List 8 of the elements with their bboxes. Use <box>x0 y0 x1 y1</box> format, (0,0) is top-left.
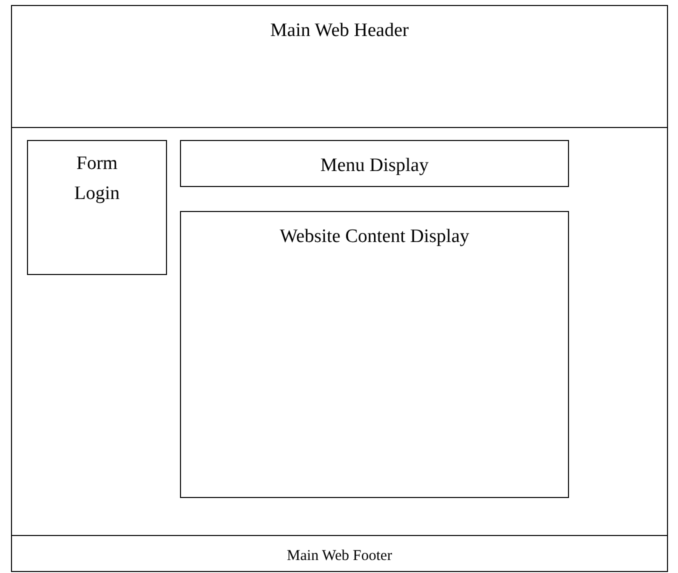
menu-bar <box>180 140 569 187</box>
section-title: Menu Display <box>319 154 430 178</box>
content-panel <box>180 211 569 498</box>
login-panel <box>27 140 167 275</box>
section-title: Website Content Display <box>278 225 470 249</box>
section-title: Main Web Header <box>269 19 410 43</box>
section-title: Main Web Footer <box>286 547 394 566</box>
section-title: Form Login <box>73 152 121 206</box>
